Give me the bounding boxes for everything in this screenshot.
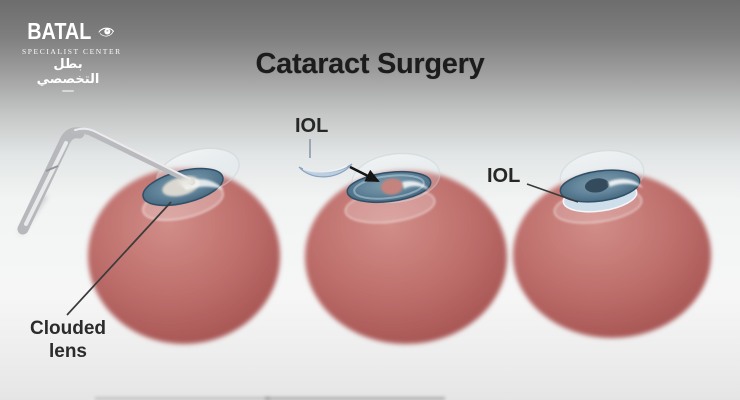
label-iol-implanted: IOL (487, 165, 521, 187)
label-clouded-lens-line2: lens (48, 341, 88, 362)
probe-shaft (71, 127, 195, 185)
label-iol-insertion: IOL (295, 115, 329, 137)
label-clouded-lens: Clouded lens (14, 317, 122, 363)
eye-icon (98, 27, 114, 36)
lens-highlight-swirl (608, 178, 643, 188)
empty-capsule-opening (381, 178, 403, 195)
probe-joint (45, 165, 59, 172)
eye-step-2 (298, 139, 507, 344)
brand-name: BATAL (27, 18, 92, 44)
probe-tip-glow (179, 177, 197, 187)
iol-lens-highlight (302, 165, 348, 173)
iris-inner-rim (353, 174, 425, 200)
label-clouded-lens-line1: Clouded (30, 318, 106, 339)
brand-subtitle: SPECIALIST CENTER (22, 47, 122, 56)
phaco-probe (17, 127, 197, 235)
bottom-artifact-center (265, 397, 445, 400)
probe-shaft-highlight (74, 127, 191, 180)
iol-insertion-arrow (349, 165, 380, 183)
lens-highlight-swirl (402, 180, 429, 190)
bottom-artifact-left (95, 397, 270, 400)
probe-handle-highlight (24, 141, 68, 226)
page-title: Cataract Surgery (255, 48, 485, 80)
eyeball-sclera (88, 168, 280, 344)
brand-name-row: BATAL (22, 18, 114, 45)
eye-step-1 (17, 127, 280, 344)
brand-tagline-arabic: بطل التخصصي (36, 57, 100, 87)
eye-step-3 (513, 149, 711, 338)
brand-year-mark (62, 90, 74, 92)
pupil (584, 178, 609, 193)
iol-pointer-line (526, 183, 579, 203)
brand-logo: BATAL SPECIALIST CENTER بطل التخصصي (22, 18, 122, 92)
clouded-lens-pointer-line (66, 201, 172, 316)
